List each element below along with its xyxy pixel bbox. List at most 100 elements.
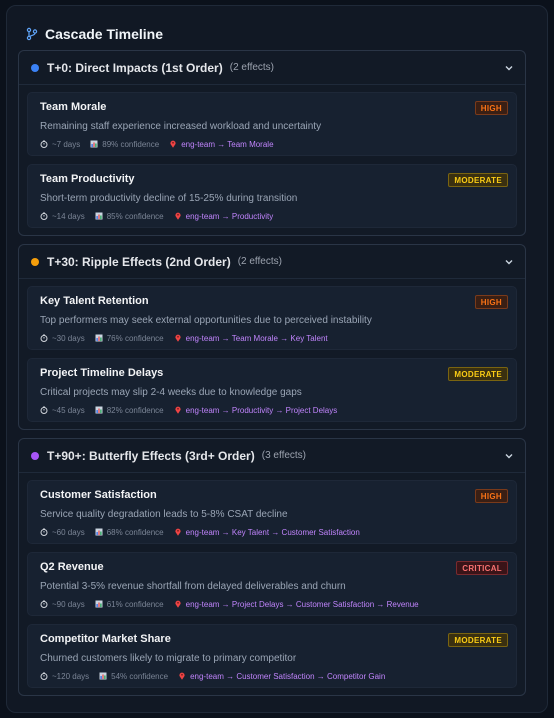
severity-badge: HIGH	[474, 295, 508, 309]
effect-description: Top performers may seek external opportu…	[40, 315, 372, 326]
bar-chart-icon	[95, 406, 103, 414]
effect-title: Competitor Market Share	[40, 633, 171, 645]
effect-description: Critical projects may slip 2-4 weeks due…	[40, 387, 302, 398]
bar-chart-icon	[95, 528, 103, 536]
section-header-toggle[interactable]: T+0: Direct Impacts (1st Order)(2 effect…	[19, 51, 525, 85]
severity-badge: MODERATE	[448, 173, 508, 187]
effect-description: Potential 3-5% revenue shortfall from de…	[40, 581, 346, 592]
chevron-down-icon[interactable]	[503, 62, 515, 74]
effect-description: Remaining staff experience increased wor…	[40, 121, 322, 132]
timeline-section: T+90+: Butterfly Effects (3rd+ Order)(3 …	[18, 438, 526, 696]
confidence-value: 61% confidence	[106, 599, 164, 609]
chevron-down-icon[interactable]	[503, 450, 515, 462]
effect-meta: ~60 days 68% confidence eng-team → Key Tal…	[40, 526, 360, 538]
path-value: eng-team → Productivity	[185, 211, 274, 221]
time-value: ~14 days	[52, 211, 85, 221]
confidence: 68% confidence	[95, 528, 164, 537]
pin-icon	[175, 406, 181, 414]
chevron-down-icon[interactable]	[503, 256, 515, 268]
pin-icon	[175, 334, 181, 342]
confidence: 82% confidence	[95, 406, 164, 415]
impact-path: eng-team → Key Talent → Customer Satisfa…	[174, 528, 360, 537]
section-header-toggle[interactable]: T+30: Ripple Effects (2nd Order) (2 effec…	[19, 245, 525, 279]
effect-meta: ~120 days 54% confidence eng-team → Custom…	[40, 670, 385, 682]
section-effect-count: (2 effects)	[237, 256, 282, 267]
section-title: T+30: Ripple Effects (2nd Order)	[47, 254, 231, 269]
confidence-value: 76% confidence	[106, 333, 164, 343]
impact-path: eng-team → Customer Satisfaction → Compe…	[178, 672, 385, 681]
time-value: ~60 days	[52, 527, 85, 537]
time-estimate: ~30 days	[40, 334, 85, 343]
timer-icon	[40, 600, 48, 608]
time-estimate: ~120 days	[40, 672, 89, 681]
confidence-value: 82% confidence	[106, 405, 164, 415]
path-value: eng-team → Customer Satisfaction → Compe…	[190, 671, 386, 681]
section-effect-count: (3 effects)	[261, 450, 307, 461]
effect-title: Customer Satisfaction	[40, 489, 157, 501]
timer-icon	[40, 528, 48, 536]
confidence: 54% confidence	[99, 672, 168, 681]
impact-path: eng-team → Productivity → Project Delays	[174, 405, 338, 415]
impact-path: eng-team → Project Delays → Customer Sat…	[174, 600, 419, 609]
pin-icon	[175, 600, 181, 608]
path-value: eng-team → Key Talent → Customer Satisfa…	[185, 527, 360, 537]
timer-icon	[40, 334, 48, 342]
severity-badge: CRITICAL	[456, 561, 508, 575]
impact-path: eng-team → Productivity	[174, 211, 274, 221]
effect-meta: ~90 days 61% confidence eng-team → Project…	[40, 598, 419, 610]
branch-icon	[26, 27, 38, 41]
effect-title: Key Talent Retention	[40, 295, 149, 307]
pin-icon	[170, 140, 176, 148]
timeline-section: T+0: Direct Impacts (1st Order)(2 effect…	[18, 50, 526, 236]
effect-title: Q2 Revenue	[40, 561, 104, 573]
confidence: 89% confidence	[90, 140, 159, 149]
effect-title: Team Productivity	[40, 173, 135, 185]
bar-chart-icon	[95, 600, 103, 608]
bar-chart-icon	[90, 140, 98, 148]
section-title: T+0: Direct Impacts (1st Order)	[47, 60, 223, 75]
confidence: 85% confidence	[95, 212, 164, 221]
panel-header: Cascade Timeline	[25, 24, 163, 44]
timer-icon	[40, 406, 48, 414]
severity-badge: MODERATE	[448, 633, 508, 647]
confidence-value: 85% confidence	[106, 211, 164, 221]
severity-badge: MODERATE	[448, 367, 508, 381]
time-value: ~45 days	[52, 405, 85, 415]
section-header-toggle[interactable]: T+90+: Butterfly Effects (3rd+ Order)(3 …	[19, 439, 525, 473]
timer-icon	[40, 212, 48, 220]
time-value: ~120 days	[52, 671, 90, 681]
effect-meta: ~30 days 76% confidence eng-team → Team Mo…	[40, 332, 328, 344]
confidence-value: 54% confidence	[111, 671, 169, 681]
timer-icon	[40, 140, 48, 148]
impact-path: eng-team → Team Morale → Key Talent	[174, 334, 328, 343]
severity-badge: HIGH	[474, 489, 508, 503]
time-value: ~90 days	[52, 599, 85, 609]
panel-title: Cascade Timeline	[45, 26, 164, 42]
effect-card[interactable]: Q2 Revenue CRITICAL Potential 3-5% revenue…	[27, 552, 517, 616]
path-value: eng-team → Productivity → Project Delays	[185, 405, 338, 415]
time-estimate: ~45 days	[40, 406, 85, 415]
effect-card[interactable]: Key Talent Retention HIGH Top performers m…	[27, 286, 517, 350]
bar-chart-icon	[95, 212, 103, 220]
timeline-section: T+30: Ripple Effects (2nd Order) (2 effec…	[18, 244, 526, 430]
severity-badge: HIGH	[474, 101, 508, 115]
effect-title: Project Timeline Delays	[40, 367, 164, 379]
effect-meta: ~14 days 85% confidence eng-team → Product…	[40, 210, 273, 222]
confidence: 61% confidence	[95, 600, 164, 609]
timer-icon	[40, 672, 48, 680]
confidence-value: 89% confidence	[102, 139, 160, 149]
time-estimate: ~90 days	[40, 600, 85, 609]
phase-dot	[31, 63, 39, 72]
effect-card[interactable]: Project Timeline Delays MODERATE Critical …	[27, 358, 517, 422]
time-value: ~30 days	[52, 333, 85, 343]
bar-chart-icon	[99, 672, 107, 680]
time-value: ~7 days	[52, 139, 81, 149]
pin-icon	[175, 528, 181, 536]
time-estimate: ~60 days	[40, 528, 85, 537]
time-estimate: ~7 days	[40, 140, 80, 149]
